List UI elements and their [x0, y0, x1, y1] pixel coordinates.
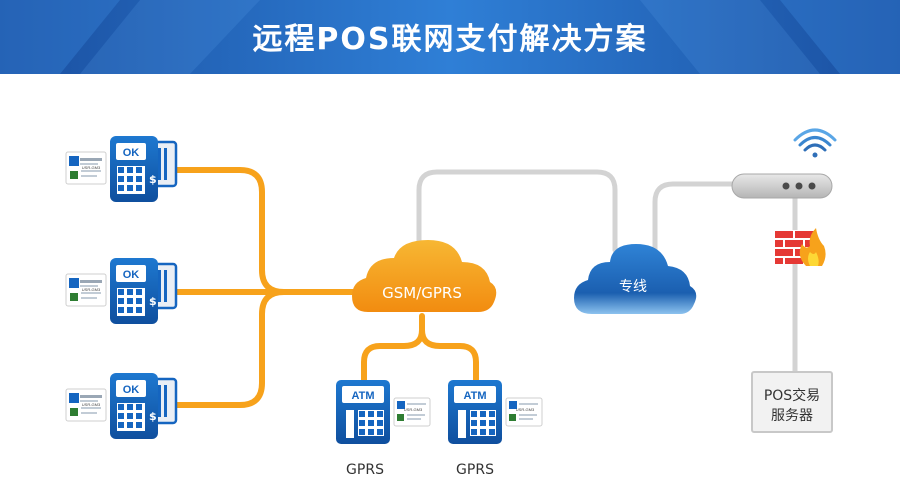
- page-title: 远程POS联网支付解决方案: [252, 22, 648, 57]
- pos-screen-label: OK: [123, 147, 140, 159]
- link-atm-1: [361, 313, 425, 385]
- pos-screen-label: OK: [123, 384, 140, 396]
- pos-terminal[interactable]: $: [65, 373, 178, 439]
- gray-links: [416, 169, 798, 375]
- wifi-icon: [793, 128, 837, 158]
- atm-machine[interactable]: [336, 380, 431, 444]
- module-label: USR-GM3: [404, 407, 423, 412]
- atm-screen-label: ATM: [463, 390, 486, 402]
- atm-caption: GPRS: [346, 462, 384, 478]
- link-pos-3: [172, 289, 287, 408]
- atm-screen-label: ATM: [351, 390, 374, 402]
- module-label: USR-GM3: [516, 407, 535, 412]
- module-label: USR-GM3: [82, 165, 101, 170]
- pos-terminal[interactable]: $: [65, 258, 178, 324]
- link-gsm-private: [416, 169, 618, 253]
- dollar-icon: $: [149, 295, 157, 308]
- atm-machine[interactable]: [448, 380, 543, 444]
- orange-links: [172, 167, 479, 408]
- server-label-line2: 服务器: [771, 408, 813, 424]
- firewall-icon: [774, 228, 826, 266]
- server-box[interactable]: [751, 371, 833, 433]
- link-pos-1: [172, 167, 383, 295]
- dollar-icon: $: [149, 410, 157, 423]
- dollar-icon: $: [149, 173, 157, 186]
- pos-terminal[interactable]: $: [65, 136, 178, 202]
- pos-screen-label: OK: [123, 269, 140, 281]
- server-label-line1: POS交易: [763, 388, 821, 404]
- module-label: USR-GM3: [82, 287, 101, 292]
- router-icon[interactable]: [731, 173, 833, 199]
- link-private-router: [652, 181, 738, 265]
- private-line-label: 专线: [619, 279, 647, 295]
- gsm-cloud: [352, 240, 497, 312]
- private-line-cloud: [574, 244, 697, 314]
- link-atm-2: [419, 327, 479, 385]
- module-label: USR-GM3: [82, 402, 101, 407]
- server-label: POS交易 服务器: [750, 386, 834, 426]
- atm-caption: GPRS: [456, 462, 494, 478]
- gsm-cloud-label: GSM/GPRS: [382, 284, 462, 302]
- title-banner: [0, 0, 900, 74]
